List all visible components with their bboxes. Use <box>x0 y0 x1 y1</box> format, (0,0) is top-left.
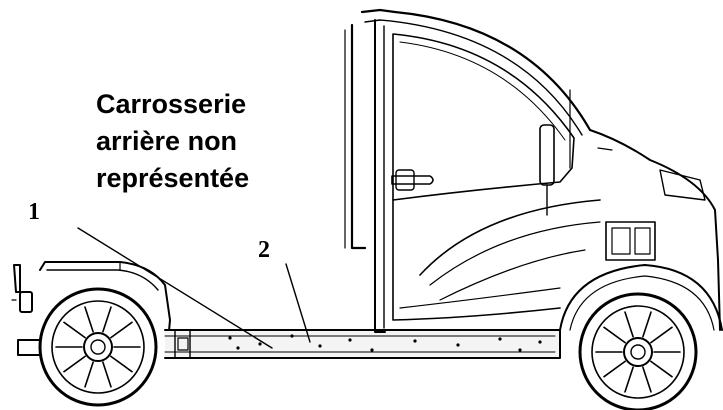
callout-1: 1 <box>28 199 40 225</box>
front-body <box>399 129 723 331</box>
leader-line-2 <box>285 263 311 343</box>
leader-line-1 <box>77 227 273 349</box>
caption-line-2: arrière non <box>96 126 238 156</box>
callout-2: 2 <box>258 237 270 263</box>
caption-rear-body-not-shown: Carrosserie arrière non représentée <box>96 86 316 197</box>
rear-bracket <box>11 264 41 356</box>
caption-line-3: représentée <box>96 163 250 193</box>
cab-outline <box>344 8 592 333</box>
caption-line-1: Carrosserie <box>96 89 247 119</box>
rear-wheel <box>38 287 158 407</box>
frame-rivets <box>228 334 542 352</box>
chassis-frame <box>164 329 561 359</box>
front-wheel <box>578 292 698 410</box>
rear-fender <box>39 261 171 343</box>
